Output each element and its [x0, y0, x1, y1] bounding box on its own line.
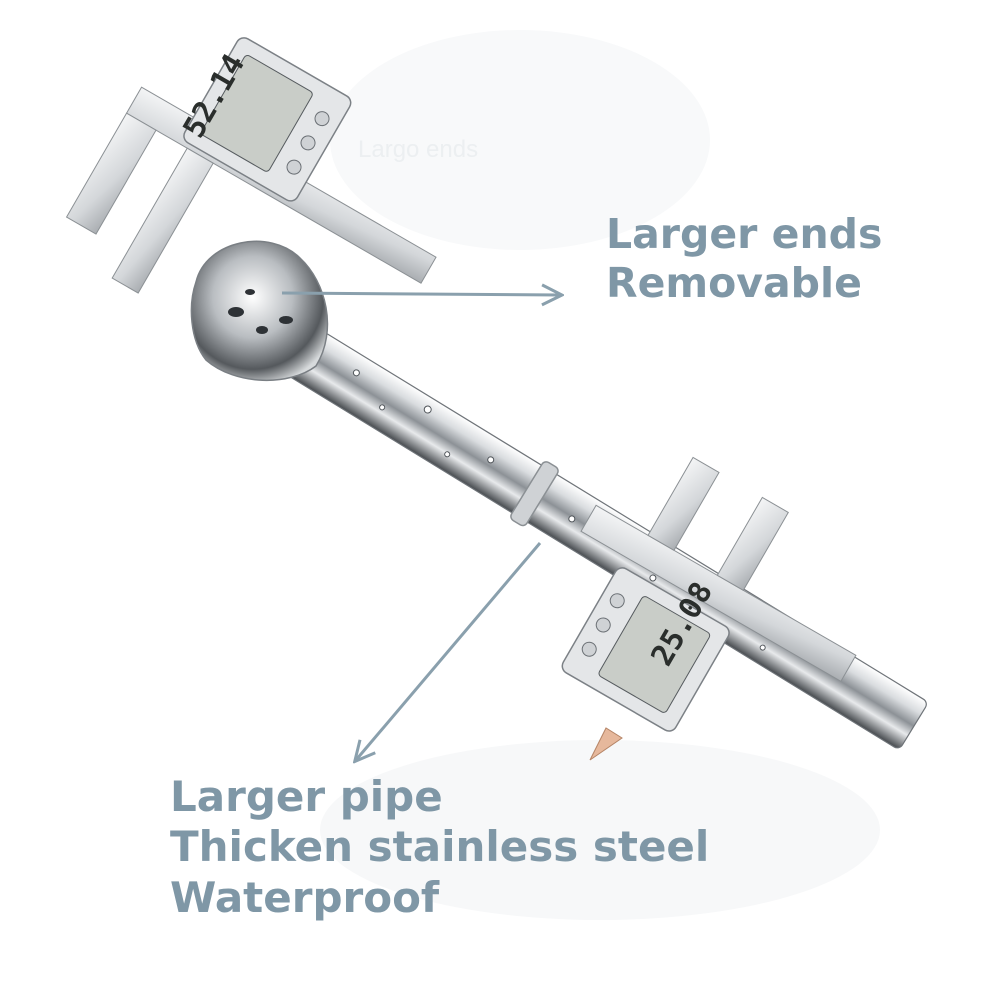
- svg-text:Largo ends: Largo ends: [358, 136, 478, 163]
- removable-bulb-end: [190, 240, 329, 381]
- pipe-joint-ring: [510, 461, 559, 527]
- background-haze: Largo ends: [320, 30, 880, 920]
- arrow-to-ends: [281, 293, 560, 295]
- pencil-tip: [589, 727, 623, 761]
- caption-ends-line1: Larger ends: [606, 210, 883, 258]
- caption-pipe-line2: Thicken stainless steel: [170, 822, 710, 872]
- lcd-screen-top: [201, 55, 313, 172]
- caption-pipe-line1: Larger pipe: [170, 772, 443, 821]
- caption-larger-pipe: Larger pipe Thicken stainless steel Wate…: [170, 772, 709, 923]
- lcd-screen-bottom: [598, 596, 711, 713]
- caliper-top: [65, 37, 437, 294]
- caption-pipe-line3: Waterproof: [170, 872, 440, 922]
- caption-ends-line2: Removable: [606, 259, 862, 308]
- caption-larger-ends: Larger ends Removable: [606, 210, 882, 308]
- arrow-to-pipe: [356, 542, 542, 760]
- caliper-bottom: [561, 456, 857, 732]
